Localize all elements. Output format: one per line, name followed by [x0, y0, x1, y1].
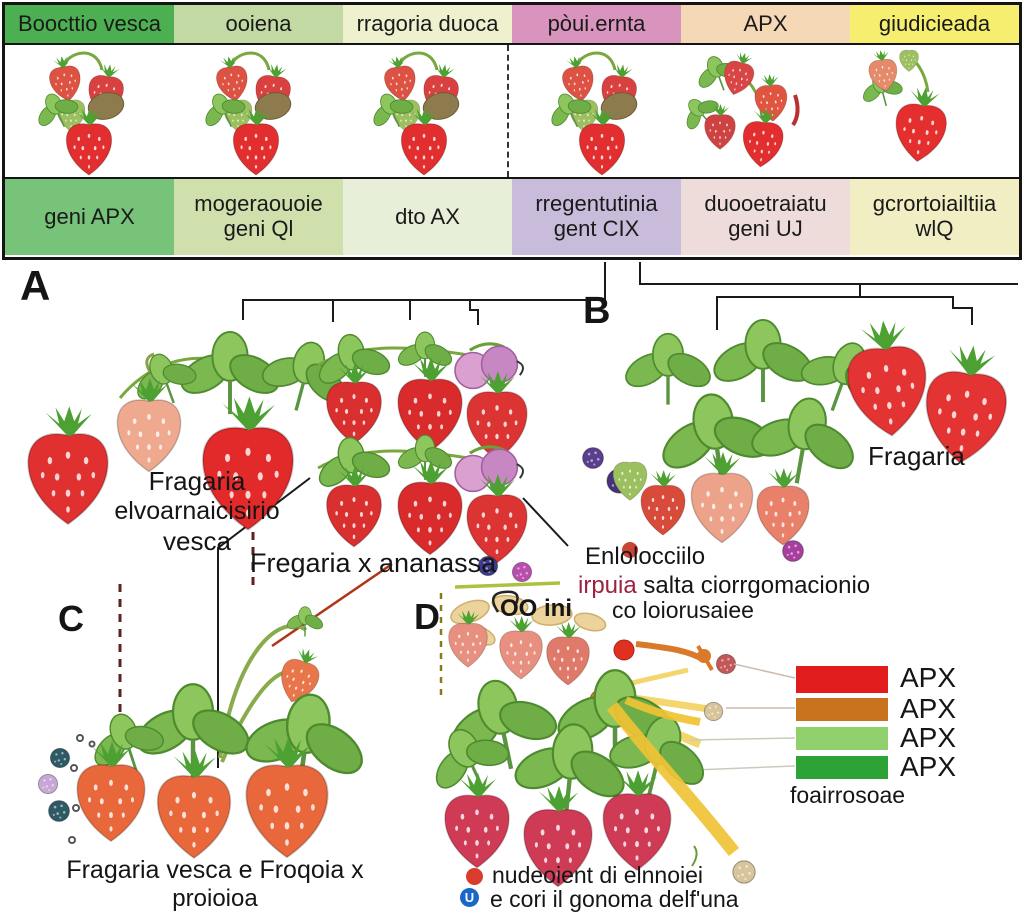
panel-d-note-line2: e cori il gonoma delf'una — [490, 886, 739, 912]
species-line: Fragaria — [148, 466, 246, 496]
tree-brackets — [242, 262, 1018, 330]
table-footer-cell: dto AX — [343, 179, 512, 255]
panel-a-label: A — [20, 262, 51, 309]
table-header-cell: APX — [681, 5, 850, 43]
panel-d-top-note: OO ini — [500, 595, 572, 622]
caption-line: Fragaria vesca e Froqoia x — [66, 856, 364, 884]
table-header-row: Boocttio vesca ooiena rragoria duoca pòu… — [5, 5, 1019, 43]
table-footer-cell: duooetraiatu geni UJ — [681, 179, 850, 255]
caption-accent-word: irpuia — [578, 572, 637, 599]
table-header-cell: ooiena — [174, 5, 343, 43]
panel-c-caption: Fragaria vesca e Froqoia x proioioa — [48, 856, 382, 913]
caption-line: proioioa — [172, 885, 258, 912]
classification-table: Boocttio vesca ooiena rragoria duoca pòu… — [2, 2, 1022, 260]
table-header-cell: rragoria duoca — [343, 5, 512, 43]
table-header-cell: giudicieada — [850, 5, 1019, 43]
red-dot-icon — [466, 868, 483, 885]
table-header-cell: Boocttio vesca — [5, 5, 174, 43]
legend-swatch — [796, 666, 888, 693]
table-footer-cell: gcrortoiailtiia wlQ — [850, 179, 1019, 255]
legend-label: APX — [900, 722, 957, 753]
ananassa-label: Fregaria x ananassa — [250, 548, 497, 578]
table-footer-cell: geni APX — [5, 179, 174, 255]
legend-label: APX — [900, 751, 957, 782]
panel-d-note-line1: nudeoient di elnnoiei — [492, 862, 704, 888]
panel-b-caption-line1: Enlolocciilo — [585, 543, 706, 570]
legend-label: APX — [900, 662, 957, 693]
table-footer-cell: mogeraouoie geni Ql — [174, 179, 343, 255]
table-image-row — [5, 43, 1019, 179]
panel-d-top-caption: co loiorusaiee — [612, 597, 754, 623]
legend-label: APX — [900, 693, 957, 724]
caption-rest: salta ciorrgomacionio — [636, 572, 871, 599]
table-footer-cell: rregentutinia gent CIX — [512, 179, 681, 255]
legend-swatch — [796, 698, 888, 721]
ananassa-clusters — [309, 328, 527, 563]
blue-marker-icon: U — [460, 888, 479, 907]
panel-b-caption-line2: irpuia salta ciorrgomacionio — [578, 572, 870, 600]
species-line: elvoarnaicisirio — [114, 497, 280, 525]
dashed-divider — [507, 45, 509, 177]
panel-c-plants — [37, 606, 377, 858]
panel-d-label: D — [414, 596, 440, 637]
legend-swatch — [796, 727, 888, 750]
panel-b-species-label: Fragaria — [868, 441, 965, 471]
table-footer-row: geni APX mogeraouoie geni Ql dto AX rreg… — [5, 179, 1019, 255]
panel-d-plants — [414, 590, 796, 887]
legend-swatch — [796, 756, 888, 779]
legend-footer: foairrosoae — [790, 782, 906, 808]
panel-a-species: Fragaria elvoarnaicisirio vesca — [87, 466, 307, 557]
panel-c-label: C — [58, 598, 84, 639]
table-header-cell: pòui.ernta — [512, 5, 681, 43]
panel-b-label: B — [583, 290, 611, 332]
